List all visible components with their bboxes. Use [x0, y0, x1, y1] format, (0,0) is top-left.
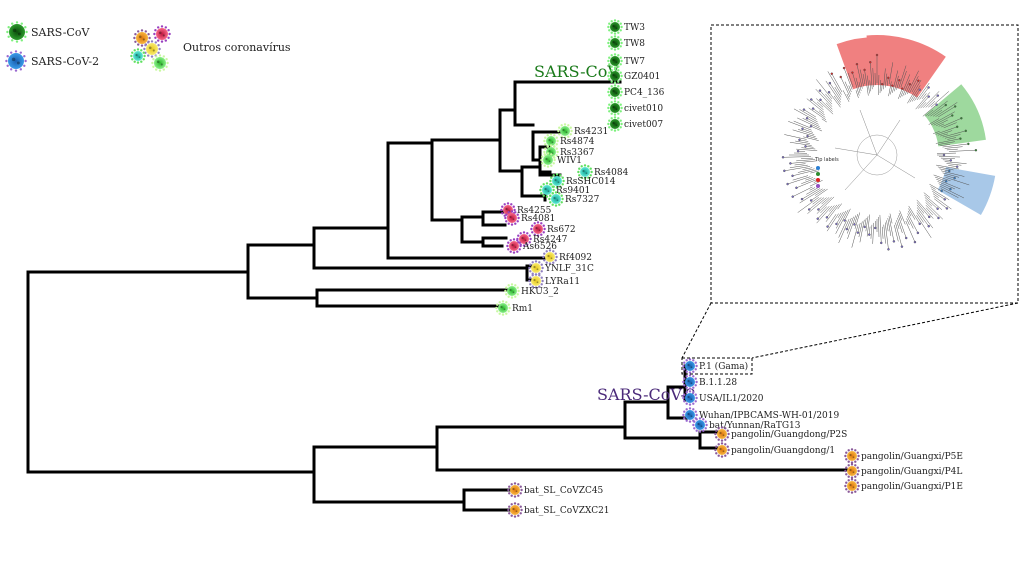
p1-highlight-box: [681, 357, 753, 375]
leaf-icon-p-1-gama-icon: [682, 358, 698, 374]
leaf-label-as6526: As6526: [522, 242, 557, 252]
inset-sector-green: [924, 84, 986, 147]
leaf-label-rs4081: Rs4081: [521, 214, 555, 224]
inset-circular-tree: Tip labels: [681, 24, 1019, 359]
leaf-icon-rs672-icon: [530, 221, 546, 237]
leaf-label-pc4-136: PC4_136: [624, 88, 665, 98]
leaf-label-bat-sl-covzc45: bat_SL_CoVZC45: [524, 486, 604, 496]
legend-outros-orange-icon: [133, 29, 151, 47]
legend-label-outros: Outros coronavírus: [183, 41, 291, 54]
leaf-icon-bat-sl-covzc45-icon: [507, 482, 523, 498]
legend-outros-red-icon: [153, 25, 171, 43]
leaf-icon-bat-yunnan-ratg13-icon: [692, 417, 708, 433]
leaf-label-bat-yunnan-ratg13: bat/Yunnan/RaTG13: [709, 421, 801, 431]
inset-sector-red-top: [866, 35, 946, 98]
leaf-label-tw3: TW3: [624, 23, 645, 33]
leaf-icon-rf4092-icon: [542, 249, 558, 265]
leaf-icon-rs4081-icon: [504, 210, 520, 226]
leaf-icon-pangolin-guangxi-p1e-icon: [844, 478, 860, 494]
leaf-label-p-1-gama: P.1 (Gama): [699, 361, 748, 372]
leaf-label-rs672: Rs672: [547, 225, 576, 235]
inset-legend: Tip labels: [814, 157, 839, 188]
leaf-label-civet007: civet007: [624, 120, 663, 130]
leaf-icon-wiv1-icon: [540, 152, 556, 168]
leaf-label-hku3-2: HKU3_2: [521, 287, 559, 297]
leaf-label-rm1: Rm1: [512, 304, 533, 314]
leaf-label-rs4874: Rs4874: [560, 137, 595, 147]
leaf-icon-pangolin-guangxi-p4l-icon: [844, 463, 860, 479]
leaf-icon-gz0401-icon: [607, 68, 623, 84]
leaf-icon-rsshc014-icon: [549, 173, 565, 189]
leaf-icon-rs9401-icon: [539, 182, 555, 198]
inset-legend-title: Tip labels: [814, 157, 839, 163]
legend-outros-yellow-icon: [143, 40, 161, 58]
leaf-icon-wuhan-ipbcams-wh-01-2019-icon: [682, 407, 698, 423]
leaf-label-gz0401: GZ0401: [624, 72, 660, 82]
leaf-icon-lyra11-icon: [528, 273, 544, 289]
leaf-icon-pangolin-guangdong-1-icon: [714, 442, 730, 458]
legend-label-sars-cov2: SARS-CoV-2: [31, 55, 99, 68]
leaf-label-lyra11: LYRa11: [545, 277, 580, 287]
leaf-label-ynlf-31c: YNLF_31C: [544, 264, 594, 274]
leaf-label-rsshc014: RsSHC014: [566, 177, 616, 187]
leaf-label-tw8: TW8: [624, 39, 645, 49]
leaf-icon-rs4231-icon: [557, 123, 573, 139]
legend: SARS-CoV SARS-CoV-2 Outros coronavírus: [5, 21, 291, 72]
leaf-icon-pc4-136-icon: [607, 84, 623, 100]
leaf-label-b-1-1-28: B.1.1.28: [699, 378, 737, 388]
leaf-label-rs3367: Rs3367: [560, 148, 595, 158]
leaf-icon-tw8-icon: [607, 35, 623, 51]
leaf-label-rs9401: Rs9401: [556, 186, 590, 196]
leaf-icon-rm1-icon: [495, 300, 511, 316]
leaf-icon-civet007-icon: [607, 116, 623, 132]
leaf-label-wiv1: WIV1: [557, 156, 582, 166]
leaf-icon-rs4084-icon: [577, 164, 593, 180]
leaf-icon-pangolin-guangxi-p5e-icon: [844, 448, 860, 464]
leaf-label-wuhan-ipbcams-wh-01-2019: Wuhan/IPBCAMS-WH-01/2019: [699, 411, 840, 421]
leaf-label-rs4255: Rs4255: [517, 206, 552, 216]
inset-connector-right: [751, 302, 1019, 359]
leaf-label-rs4247: Rs4247: [533, 235, 568, 245]
legend-outros-cyan-icon: [130, 48, 146, 64]
leaf-icon-usa-il1-2020-icon: [682, 390, 698, 406]
leaf-label-usa-il1-2020: USA/IL1/2020: [699, 394, 764, 404]
leaf-label-pangolin-guangxi-p4l: pangolin/Guangxi/P4L: [861, 467, 962, 477]
clade-label-sars-cov2: SARS-CoV-2: [597, 385, 696, 404]
legend-sars-cov-icon: [6, 21, 28, 43]
leaf-label-rs4231: Rs4231: [574, 127, 608, 137]
leaf-icon-b-1-1-28-icon: [682, 374, 698, 390]
clade-label-sars-cov: SARS-CoV: [534, 62, 619, 81]
leaf-icon-rs7327-icon: [548, 191, 564, 207]
inset-connector-left: [681, 302, 712, 359]
legend-sars-cov2-icon: [5, 50, 27, 72]
leaf-icon-tw3-icon: [607, 19, 623, 35]
leaf-icon-hku3-2-icon: [504, 283, 520, 299]
leaf-icon-civet010-icon: [607, 100, 623, 116]
leaf-icon-tw7-icon: [607, 53, 623, 69]
leaf-label-rf4092: Rf4092: [559, 253, 592, 263]
leaf-label-pangolin-guangdong-1: pangolin/Guangdong/1: [731, 446, 835, 456]
leaf-label-pangolin-guangdong-p2s: pangolin/Guangdong/P2S: [731, 430, 847, 440]
leaf-label-rs4084: Rs4084: [594, 168, 629, 178]
leaf-label-pangolin-guangxi-p5e: pangolin/Guangxi/P5E: [861, 452, 963, 462]
legend-label-sars-cov: SARS-CoV: [31, 26, 90, 39]
leaf-icon-bat-sl-covzxc21-icon: [507, 502, 523, 518]
leaf-label-bat-sl-covzxc21: bat_SL_CoVZXC21: [524, 506, 610, 516]
leaf-label-civet010: civet010: [624, 104, 663, 114]
leaf-label-pangolin-guangxi-p1e: pangolin/Guangxi/P1E: [861, 482, 963, 492]
leaf-icon-pangolin-guangdong-p2s-icon: [714, 426, 730, 442]
leaf-icon-as6526-icon: [506, 238, 522, 254]
leaf-label-rs7327: Rs7327: [565, 195, 600, 205]
leaf-label-tw7: TW7: [624, 57, 645, 67]
legend-outros-green-icon: [151, 54, 169, 72]
